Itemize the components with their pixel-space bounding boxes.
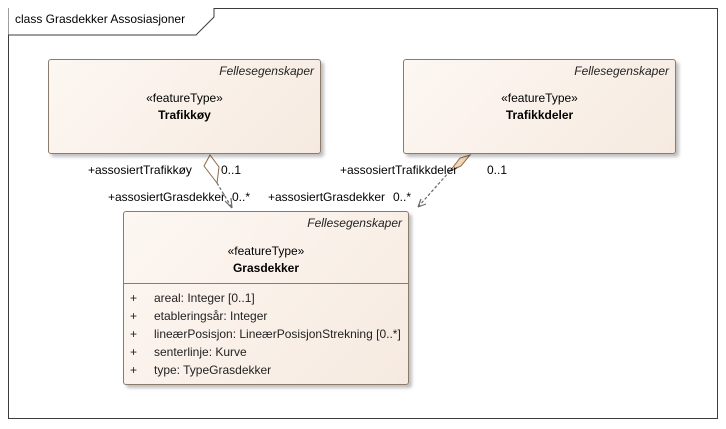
class-trafikkdeler[interactable]: Fellesegenskaper «featureType» Trafikkde… [403,59,676,154]
multiplicity-trafikkdeler: 0..1 [487,163,508,177]
visibility-marker: + [130,291,138,305]
arrowhead-trafikkdeler-a [417,203,427,208]
class-name: Trafikkdeler [505,108,574,122]
visibility-marker: + [130,345,138,359]
attribute-text: lineærPosisjon: LineærPosisjonStrekning … [154,327,401,341]
attribute-row[interactable]: + etableringsår: Integer [130,309,267,323]
frame-title: class Grasdekker Assosiasjoner [15,12,186,26]
class-trafikkoy[interactable]: Fellesegenskaper «featureType» Trafikkøy [48,59,321,154]
class-grasdekker[interactable]: Fellesegenskaper «featureType» Grasdekke… [123,211,409,385]
visibility-marker: + [130,363,138,377]
attribute-row[interactable]: + type: TypeGrasdekker [130,363,271,377]
attribute-row[interactable]: + areal: Integer [0..1] [130,291,255,305]
role-label-assosiert-trafikkoy: +assosiertTrafikkøy [88,163,192,177]
visibility-marker: + [130,327,138,341]
stereotype-label: «featureType» [227,244,305,258]
aggregation-diamond-trafikkoy [203,154,220,185]
stereotype-label: «featureType» [146,91,223,105]
class-name: Trafikkøy [158,108,211,122]
arrowhead-trafikkoy-b [230,197,233,209]
multiplicity-trafikkoy: 0..1 [221,163,242,177]
role-label-assosiert-trafikkdeler: +assosiertTrafikkdeler [340,163,458,177]
package-label: Fellesegenskaper [219,64,314,78]
stereotype-label: «featureType» [501,91,578,105]
package-label: Fellesegenskaper [574,64,669,78]
multiplicity-grasdekker-left: 0..* [232,190,251,204]
role-label-assosiert-grasdekker-right: +assosiertGrasdekker [268,190,386,204]
attribute-text: type: TypeGrasdekker [154,363,272,377]
visibility-marker: + [130,309,138,323]
package-label: Fellesegenskaper [307,216,402,230]
attribute-text: senterlinje: Kurve [154,345,247,359]
class-name: Grasdekker [232,261,300,275]
multiplicity-grasdekker-right: 0..* [393,190,412,204]
arrowhead-trafikkoy-a [224,200,233,209]
arrowhead-trafikkdeler-b [417,198,422,208]
association-line-trafikkdeler [417,170,451,208]
attribute-row[interactable]: + senterlinje: Kurve [130,345,247,359]
attribute-text: etableringsår: Integer [154,309,268,323]
frame-name-tab [8,8,215,36]
attribute-compartment-divider [124,283,408,284]
attribute-text: areal: Integer [0..1] [154,291,255,305]
attribute-row[interactable]: + lineærPosisjon: LineærPosisjonStrekning… [130,327,401,341]
role-label-assosiert-grasdekker-left: +assosiertGrasdekker [108,190,226,204]
